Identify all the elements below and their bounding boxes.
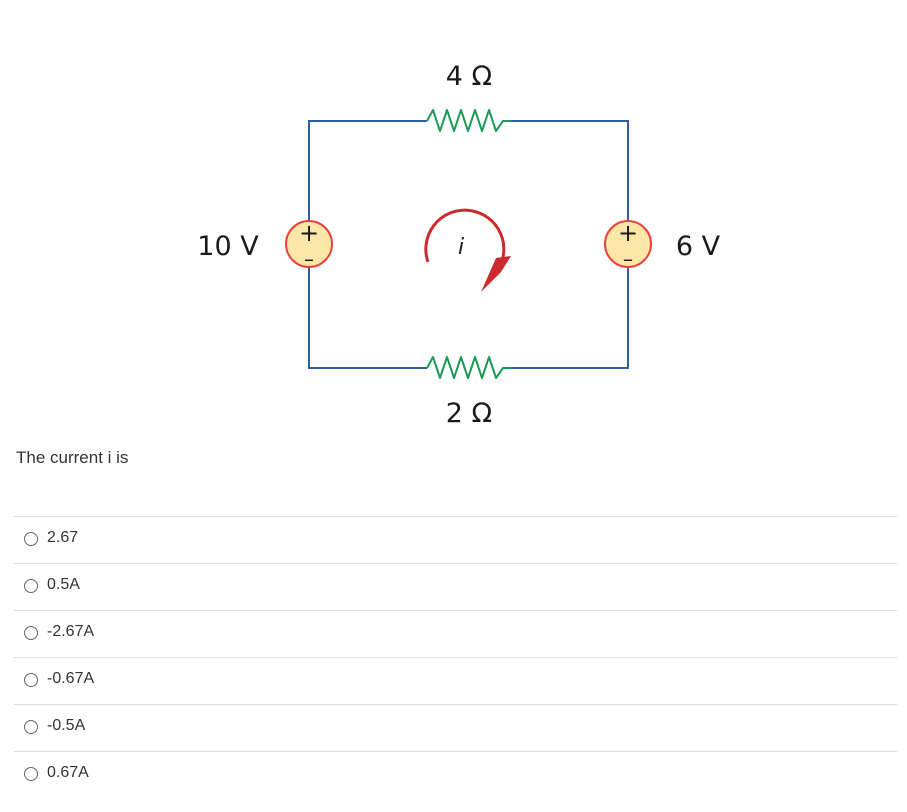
answer-option-label: 0.5A [47, 576, 80, 593]
source-left-label: 10 V [197, 231, 259, 262]
bottom-left-wire [308, 268, 427, 369]
answer-option-label: -0.5A [47, 717, 86, 734]
source-left-plus: + [299, 219, 319, 247]
source-left-minus: – [304, 247, 314, 271]
radio-button-icon[interactable] [24, 767, 38, 781]
resistor-top-icon [426, 109, 511, 132]
answer-options: 2.67 0.5A -2.67A -0.67A -0.5A 0.67A [14, 516, 897, 799]
source-right-minus: – [623, 247, 633, 271]
voltage-source-left-icon: + – [285, 219, 333, 271]
radio-button-icon[interactable] [24, 673, 38, 687]
answer-option-label: 2.67 [47, 529, 79, 546]
current-arrow-icon [424, 208, 511, 292]
resistor-bottom-icon [426, 356, 511, 379]
answer-option[interactable]: -2.67A [14, 610, 897, 657]
top-right-wire [511, 120, 629, 221]
circuit-wires [308, 120, 629, 369]
current-label: i [458, 235, 464, 260]
answer-option[interactable]: 2.67 [14, 516, 897, 563]
source-right-plus: + [618, 219, 638, 247]
source-right-label: 6 V [676, 231, 721, 262]
resistor-bottom-label: 2 Ω [446, 398, 492, 429]
circuit-diagram: 4 Ω 2 Ω + – 10 V + – 6 V i [197, 61, 721, 429]
answer-option[interactable]: 0.67A [14, 751, 897, 799]
top-left-wire [308, 120, 427, 221]
answer-option[interactable]: -0.67A [14, 657, 897, 704]
answer-option[interactable]: 0.5A [14, 563, 897, 610]
bottom-right-wire [511, 268, 629, 369]
answer-option-label: -0.67A [47, 670, 95, 687]
resistor-top-label: 4 Ω [446, 61, 492, 92]
question-text: The current i is [16, 448, 129, 467]
answer-option-label: -2.67A [47, 623, 95, 640]
radio-button-icon[interactable] [24, 720, 38, 734]
radio-button-icon[interactable] [24, 579, 38, 593]
radio-button-icon[interactable] [24, 626, 38, 640]
radio-button-icon[interactable] [24, 532, 38, 546]
answer-option[interactable]: -0.5A [14, 704, 897, 751]
voltage-source-right-icon: + – [604, 219, 652, 271]
answer-option-label: 0.67A [47, 764, 89, 781]
